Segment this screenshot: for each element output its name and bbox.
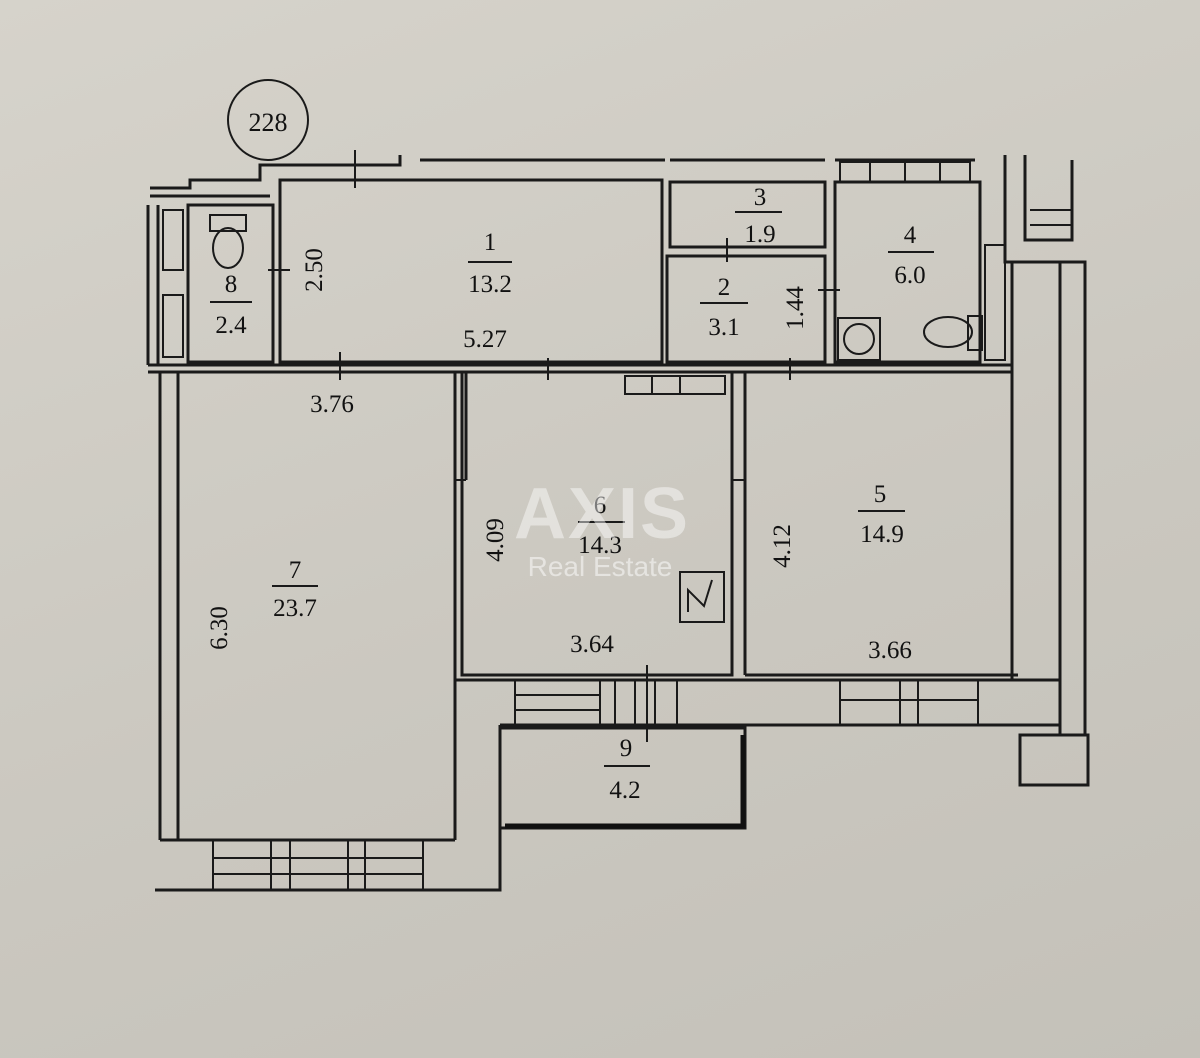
stove-icon <box>679 571 725 623</box>
room-6-area: 14.3 <box>578 532 622 559</box>
room-8-area: 2.4 <box>215 312 247 339</box>
room-3-number: 3 <box>754 184 767 211</box>
room-4-area: 6.0 <box>894 262 925 289</box>
room-4: 4 6.0 <box>833 161 1006 364</box>
watermark-tagline: Real Estate <box>528 551 673 582</box>
room-1-number: 1 <box>484 229 497 256</box>
room-2-area: 3.1 <box>708 314 739 341</box>
room-1-height: 2.50 <box>301 248 328 292</box>
toilet-icon <box>209 214 247 269</box>
room-4-number: 4 <box>904 222 917 249</box>
room-6: 6 14.3 4.09 3.64 <box>460 358 734 677</box>
room-2-number: 2 <box>718 274 731 301</box>
room-6-number: 6 <box>594 492 607 519</box>
room-2: 2 3.1 1.44 <box>661 238 840 364</box>
room-5-width: 3.66 <box>868 637 912 664</box>
room-1-area: 13.2 <box>468 271 512 298</box>
room-7-area: 23.7 <box>273 595 317 622</box>
toilet-icon <box>923 315 983 351</box>
room-7-height: 6.30 <box>206 606 233 650</box>
room-5-area: 14.9 <box>860 521 904 548</box>
room-7-number: 7 <box>289 557 302 584</box>
room-8-number: 8 <box>225 271 238 298</box>
room-3-area: 1.9 <box>744 221 775 248</box>
room-6-width: 3.64 <box>570 631 614 658</box>
watermark: AXIS Real Estate <box>514 474 690 582</box>
room-5-height: 4.12 <box>769 524 796 568</box>
room-8: 8 2.4 <box>162 203 275 364</box>
room-6-height: 4.09 <box>482 518 509 562</box>
room-7-width: 3.76 <box>310 391 354 418</box>
room-9-number: 9 <box>620 735 633 762</box>
room-5-number: 5 <box>874 481 887 508</box>
watermark-brand: AXIS <box>514 474 690 554</box>
room-3: 3 1.9 <box>668 180 827 249</box>
apartment-number: 228 <box>249 108 288 137</box>
room-9: 9 4.2 <box>455 665 1060 830</box>
room-1-width: 5.27 <box>463 326 507 353</box>
room-7: 3.76 7 23.7 6.30 <box>206 352 468 840</box>
apartment-number-badge: 228 <box>227 79 309 161</box>
room-1: 1 13.2 5.27 2.50 <box>268 150 664 364</box>
room-2-height: 1.44 <box>782 286 809 330</box>
washing-machine-icon <box>837 317 881 361</box>
room-5: 5 14.9 4.12 3.66 <box>730 358 1018 677</box>
room-9-area: 4.2 <box>609 777 640 804</box>
